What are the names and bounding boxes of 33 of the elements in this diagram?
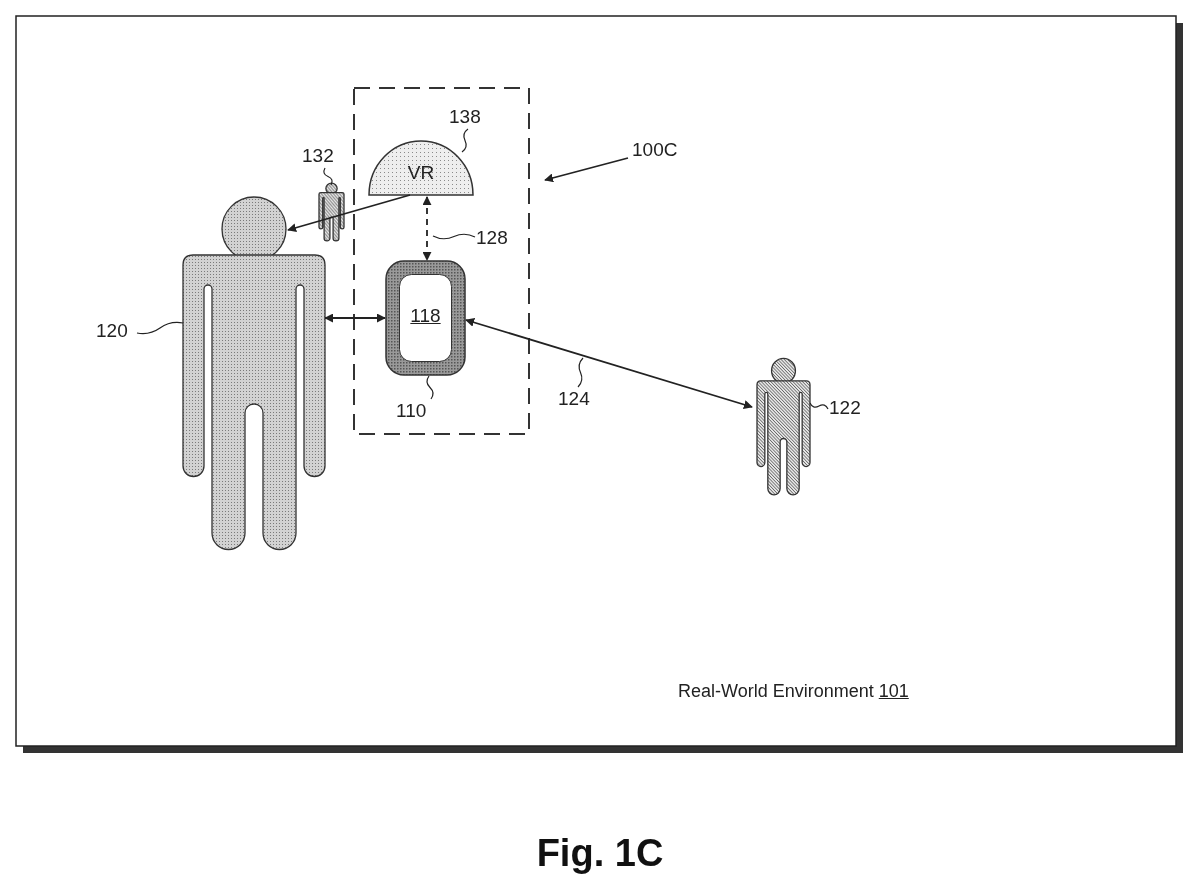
arrow <box>422 196 432 261</box>
person-figure <box>757 358 810 495</box>
leader-line <box>136 321 184 335</box>
dashed-boundary <box>353 87 530 435</box>
reference-numeral: 100C <box>632 139 678 161</box>
leader-line <box>426 375 434 400</box>
reference-numeral: 120 <box>96 320 128 342</box>
environment-label: Real-World Environment <box>678 680 874 702</box>
reference-numeral: 122 <box>829 397 861 419</box>
leader-line <box>577 357 584 388</box>
vr-dome <box>368 140 474 196</box>
device <box>385 260 466 376</box>
leader-line <box>432 233 476 240</box>
arrow <box>287 194 411 233</box>
leader-line <box>323 167 333 186</box>
device-screen <box>399 274 452 362</box>
reference-numeral: 101 <box>878 680 909 702</box>
reference-numeral: 128 <box>476 227 508 249</box>
environment-frame <box>15 15 1185 755</box>
reference-numeral: 132 <box>302 145 334 167</box>
dome-label: VR <box>407 162 435 184</box>
reference-numeral: 124 <box>558 388 590 410</box>
arrow <box>324 313 386 323</box>
figure-caption: Fig. 1C <box>535 832 665 875</box>
leader-line <box>461 128 469 153</box>
reference-numeral: 118 <box>410 305 441 327</box>
person-figure <box>319 183 344 241</box>
reference-numeral: 110 <box>396 400 427 422</box>
arrow <box>544 157 629 183</box>
leader-line <box>809 402 829 410</box>
person-figure <box>183 196 325 550</box>
reference-numeral: 138 <box>449 106 481 128</box>
arrow <box>465 318 753 409</box>
